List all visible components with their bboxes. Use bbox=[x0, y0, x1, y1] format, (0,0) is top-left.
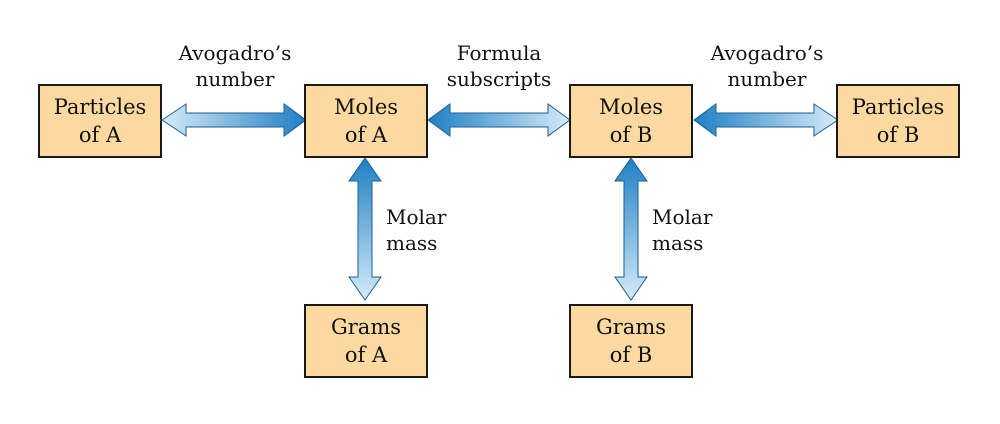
particles-of-a-box: Particles of A bbox=[38, 84, 162, 158]
formula-line1: Formula bbox=[456, 41, 542, 65]
moles-of-b-line2: of B bbox=[609, 123, 653, 147]
moles-of-a-line1: Moles bbox=[333, 95, 399, 119]
grams-of-a-box: Grams of A bbox=[304, 304, 428, 378]
avogadro-left-line2: number bbox=[195, 67, 275, 91]
avogadro-left-line1: Avogadro’s bbox=[178, 41, 292, 65]
formula-subscripts-label: Formula subscripts bbox=[434, 40, 564, 92]
formula-subscripts-arrow bbox=[427, 103, 571, 137]
particles-of-b-line2: of B bbox=[876, 123, 920, 147]
molar-b-line1: Molar bbox=[652, 205, 713, 229]
molar-a-line1: Molar bbox=[386, 205, 447, 229]
moles-of-b-box: Moles of B bbox=[569, 84, 693, 158]
particles-of-b-box: Particles of B bbox=[836, 84, 960, 158]
avogadro-arrow-left bbox=[161, 103, 307, 137]
grams-of-a-line2: of A bbox=[344, 343, 388, 367]
molar-b-line2: mass bbox=[652, 231, 704, 255]
particles-of-a-line1: Particles bbox=[53, 95, 147, 119]
molar-mass-arrow-a bbox=[348, 157, 382, 301]
moles-of-b-line1: Moles bbox=[598, 95, 664, 119]
particles-of-b-line1: Particles bbox=[851, 95, 945, 119]
molar-mass-label-a: Molar mass bbox=[386, 204, 446, 256]
grams-of-b-line2: of B bbox=[609, 343, 653, 367]
avogadro-label-left: Avogadro’s number bbox=[170, 40, 300, 92]
particles-of-a-line2: of A bbox=[78, 123, 122, 147]
grams-of-b-line1: Grams bbox=[595, 315, 667, 339]
avogadro-label-right: Avogadro’s number bbox=[702, 40, 832, 92]
formula-line2: subscripts bbox=[446, 67, 552, 91]
grams-of-b-box: Grams of B bbox=[569, 304, 693, 378]
moles-of-a-box: Moles of A bbox=[304, 84, 428, 158]
avogadro-right-line2: number bbox=[727, 67, 807, 91]
avogadro-arrow-right bbox=[693, 103, 839, 137]
grams-of-a-line1: Grams bbox=[330, 315, 402, 339]
molar-a-line2: mass bbox=[386, 231, 438, 255]
molar-mass-label-b: Molar mass bbox=[652, 204, 712, 256]
avogadro-right-line1: Avogadro’s bbox=[710, 41, 824, 65]
molar-mass-arrow-b bbox=[614, 157, 648, 301]
moles-of-a-line2: of A bbox=[344, 123, 388, 147]
